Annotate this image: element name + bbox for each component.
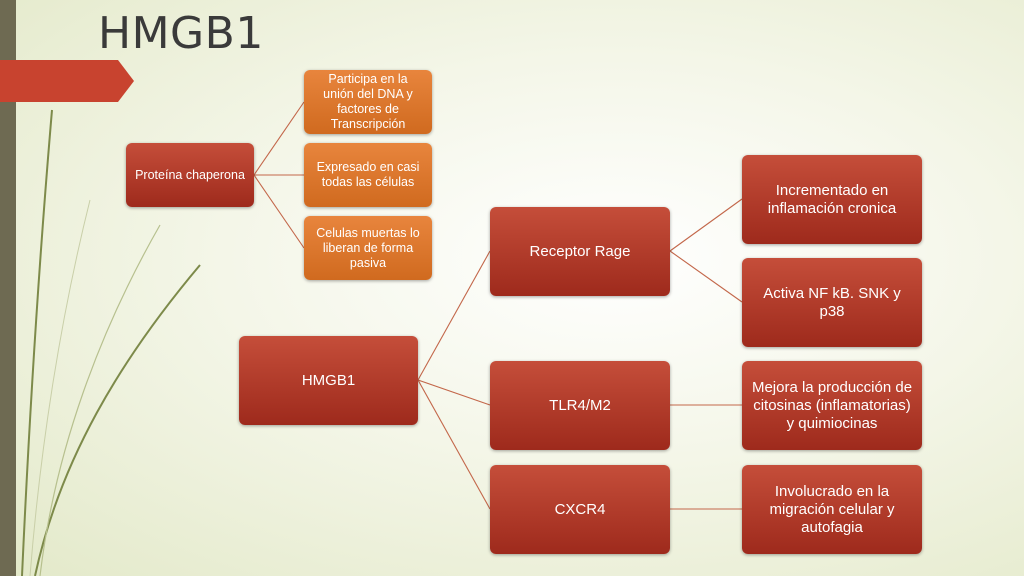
title-accent-arrow [0, 60, 134, 102]
slide-sidebar-bar [0, 0, 16, 576]
chronic-inflammation-node: Incrementado en inflamación cronica [742, 155, 922, 244]
decorative-swirl-lines [21, 109, 201, 576]
nfkb-activation-node: Activa NF kB. SNK y p38 [742, 258, 922, 347]
receptor-rage-node: Receptor Rage [490, 207, 670, 296]
cell-migration-node: Involucrado en la migración celular y au… [742, 465, 922, 554]
slide-title: HMGB1 [98, 8, 264, 59]
cxcr4-node: CXCR4 [490, 465, 670, 554]
dead-cells-release-node: Celulas muertas lo liberan de forma pasi… [304, 216, 432, 280]
protein-chaperone-node: Proteína chaperona [126, 143, 254, 207]
expressed-cells-node: Expresado en casi todas las células [304, 143, 432, 207]
tlr4-node: TLR4/M2 [490, 361, 670, 450]
dna-binding-node: Participa en la unión del DNA y factores… [304, 70, 432, 134]
hmgb1-root-node: HMGB1 [239, 336, 418, 425]
cytokine-production-node: Mejora la producción de citosinas (infla… [742, 361, 922, 450]
